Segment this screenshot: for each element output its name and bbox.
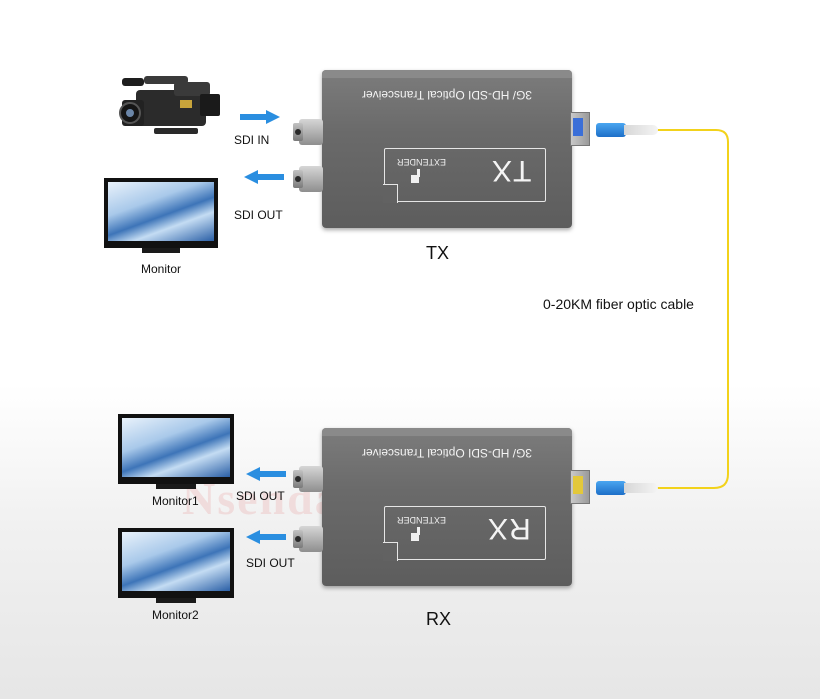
rx-device-title: 3G/ HD-SDI Optical Transceiver <box>361 446 533 460</box>
bnc-connector-icon <box>293 524 323 554</box>
fiber-connector-icon <box>596 123 658 137</box>
rx-device: 3G/ HD-SDI Optical Transceiver RX EXTEND… <box>322 428 572 586</box>
arrow-left-icon <box>246 467 286 481</box>
sfp-module-icon <box>570 466 610 506</box>
tx-device-panel: TX EXTENDER <box>383 148 546 203</box>
rx-device-name: RX <box>487 512 531 545</box>
tx-device: 3G/ HD-SDI Optical Transceiver TX EXTEND… <box>322 70 572 228</box>
sdi-out-label-rx1: SDI OUT <box>236 489 285 503</box>
monitor2-label: Monitor2 <box>152 608 199 622</box>
tx-device-title: 3G/ HD-SDI Optical Transceiver <box>361 88 533 102</box>
sdi-out-label-tx: SDI OUT <box>234 208 283 222</box>
arrow-left-icon <box>244 170 284 184</box>
arrow-right-icon <box>240 110 280 124</box>
monitor-label: Monitor <box>141 262 182 276</box>
rx-device-sub: EXTENDER <box>397 515 447 525</box>
rx-device-panel: RX EXTENDER <box>383 506 546 561</box>
bnc-connector-icon <box>293 164 323 194</box>
camera-icon <box>119 76 220 134</box>
rx-caption: RX <box>426 609 452 629</box>
tx-device-sub: EXTENDER <box>397 157 447 167</box>
monitor1-label: Monitor1 <box>152 494 199 508</box>
tx-caption: TX <box>426 243 450 263</box>
bnc-connector-icon <box>293 464 323 494</box>
bnc-connector-icon <box>293 117 323 147</box>
tx-device-name: TX <box>490 154 531 187</box>
sfp-module-icon <box>570 108 610 148</box>
sdi-out-label-rx2: SDI OUT <box>246 556 295 570</box>
cable-label: 0-20KM fiber optic cable <box>543 296 694 312</box>
fiber-connector-icon <box>596 481 658 495</box>
sdi-in-label: SDI IN <box>234 133 270 147</box>
arrow-left-icon <box>246 530 286 544</box>
